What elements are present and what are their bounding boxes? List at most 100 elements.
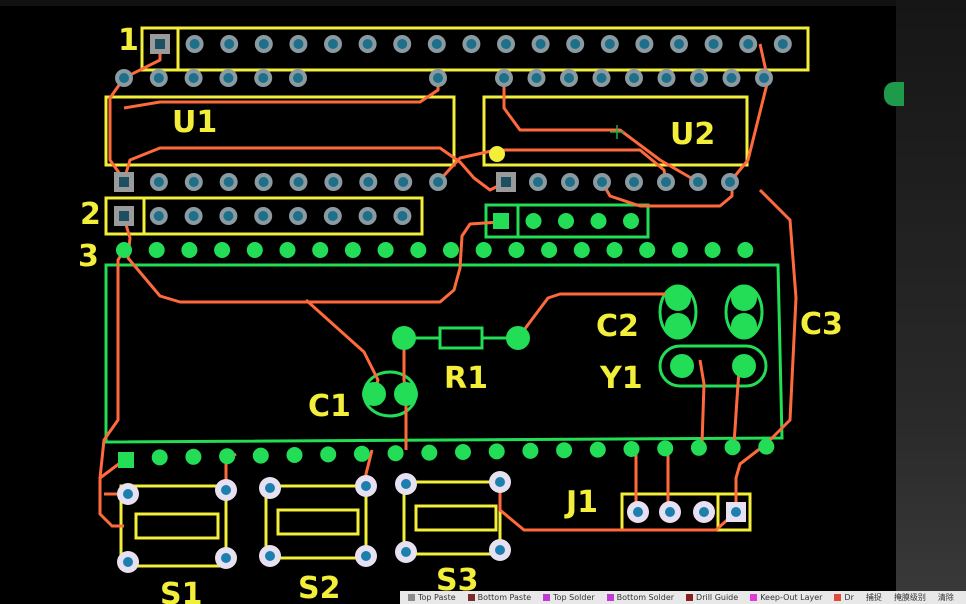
u2-pin[interactable] xyxy=(496,172,516,192)
row2-pad[interactable] xyxy=(495,69,513,87)
header2-pad[interactable] xyxy=(219,207,238,225)
side-panel-tab[interactable] xyxy=(884,82,904,106)
u1-pin[interactable] xyxy=(254,173,273,191)
row2-pad[interactable] xyxy=(115,69,133,87)
header2-pad[interactable] xyxy=(114,206,134,226)
bottom-row-pad[interactable] xyxy=(724,439,741,456)
c1-pad[interactable] xyxy=(362,382,386,406)
header3-pad[interactable] xyxy=(116,242,132,258)
y1-pad[interactable] xyxy=(732,354,756,378)
header3-pad[interactable] xyxy=(671,242,688,258)
bottom-row-pad[interactable] xyxy=(118,452,134,468)
u2-pin[interactable] xyxy=(689,173,707,191)
status-button[interactable]: 清除 xyxy=(937,593,954,602)
bottom-row-pad[interactable] xyxy=(455,444,471,460)
header2-pad[interactable] xyxy=(149,207,168,225)
c3-pad[interactable] xyxy=(731,285,757,311)
r1-pad[interactable] xyxy=(506,326,530,350)
header3-pad[interactable] xyxy=(344,242,361,258)
bottom-row-pad[interactable] xyxy=(589,441,606,458)
header3-pad[interactable] xyxy=(410,242,427,258)
layer-tab[interactable]: Dr xyxy=(834,593,854,602)
c3-pad[interactable] xyxy=(731,313,757,339)
u2-pin[interactable] xyxy=(529,173,547,191)
header3-pad[interactable] xyxy=(737,242,754,258)
header1-pad[interactable] xyxy=(704,35,723,53)
small-header-pad[interactable] xyxy=(558,213,574,229)
s1-pad[interactable] xyxy=(117,483,139,505)
small-header-pad[interactable] xyxy=(623,213,639,229)
header2-pad[interactable] xyxy=(358,207,377,225)
header2-pad[interactable] xyxy=(254,207,273,225)
bottom-row-pad[interactable] xyxy=(387,445,404,462)
layer-tab[interactable]: Top Paste xyxy=(408,593,456,602)
u1-pin[interactable] xyxy=(324,173,343,191)
row2-pad[interactable] xyxy=(592,69,611,87)
header1-pad[interactable] xyxy=(566,35,585,53)
bottom-row-pad[interactable] xyxy=(690,439,707,456)
header3-pad[interactable] xyxy=(181,242,198,258)
bottom-row-pad[interactable] xyxy=(252,447,269,464)
j1-pin[interactable] xyxy=(659,501,681,523)
layer-tab[interactable]: Top Solder xyxy=(543,593,595,602)
header3-pad[interactable] xyxy=(148,242,165,258)
row2-pad[interactable] xyxy=(755,69,773,87)
row2-pad[interactable] xyxy=(149,69,168,87)
s1-pad[interactable] xyxy=(117,551,139,573)
status-button[interactable]: 捕捉 xyxy=(865,593,882,602)
header1-pad[interactable] xyxy=(150,34,170,54)
small-header-pad[interactable] xyxy=(525,213,542,229)
small-header-pad[interactable] xyxy=(493,213,509,229)
header1-pad[interactable] xyxy=(358,35,377,53)
bottom-row-pad[interactable] xyxy=(421,444,438,461)
header1-pad[interactable] xyxy=(531,35,550,53)
header3-pad[interactable] xyxy=(704,242,721,258)
j1-pin[interactable] xyxy=(726,502,746,522)
r1-pad[interactable] xyxy=(392,326,416,350)
u2-pin[interactable] xyxy=(561,173,579,191)
header3-pad[interactable] xyxy=(443,242,459,258)
header3-pad[interactable] xyxy=(312,242,329,258)
u1-pin[interactable] xyxy=(114,172,134,192)
header3-pad[interactable] xyxy=(279,242,296,258)
row2-pad[interactable] xyxy=(219,69,238,87)
j1-pin[interactable] xyxy=(627,501,649,523)
c1-pad[interactable] xyxy=(394,382,418,406)
row2-pad[interactable] xyxy=(289,69,307,87)
s2-pad[interactable] xyxy=(259,477,281,499)
u2-pin[interactable] xyxy=(657,173,675,191)
c2-pad[interactable] xyxy=(665,313,691,339)
row2-pad[interactable] xyxy=(722,69,741,87)
header3-pad[interactable] xyxy=(246,242,263,258)
u1-pin[interactable] xyxy=(184,173,203,191)
bottom-row-pad[interactable] xyxy=(185,448,202,465)
s1-pad[interactable] xyxy=(215,547,237,569)
s3-pad[interactable] xyxy=(395,541,417,563)
j1-pin[interactable] xyxy=(693,501,715,523)
y1-pad[interactable] xyxy=(670,354,694,378)
row2-pad[interactable] xyxy=(625,69,643,87)
s3-pad[interactable] xyxy=(489,539,511,561)
s1-pad[interactable] xyxy=(215,479,237,501)
header2-pad[interactable] xyxy=(184,207,203,225)
row2-pad[interactable] xyxy=(527,69,546,87)
s2-pad[interactable] xyxy=(355,475,377,497)
header2-pad[interactable] xyxy=(289,207,307,225)
bottom-row-pad[interactable] xyxy=(219,448,236,465)
bottom-row-pad[interactable] xyxy=(522,442,539,459)
header1-pad[interactable] xyxy=(462,35,481,53)
s2-pad[interactable] xyxy=(259,545,281,567)
header1-pad[interactable] xyxy=(393,35,412,53)
u1-pin[interactable] xyxy=(219,173,238,191)
header1-pad[interactable] xyxy=(220,35,239,53)
header3-pad[interactable] xyxy=(508,242,525,258)
header1-pad[interactable] xyxy=(497,35,515,53)
header2-pad[interactable] xyxy=(393,207,412,225)
bottom-row-pad[interactable] xyxy=(556,442,573,459)
u1-pin[interactable] xyxy=(289,173,308,191)
u1-pin[interactable] xyxy=(429,173,448,191)
bottom-row-pad[interactable] xyxy=(488,443,505,460)
small-header-pad[interactable] xyxy=(590,213,607,229)
header3-pad[interactable] xyxy=(573,242,590,258)
